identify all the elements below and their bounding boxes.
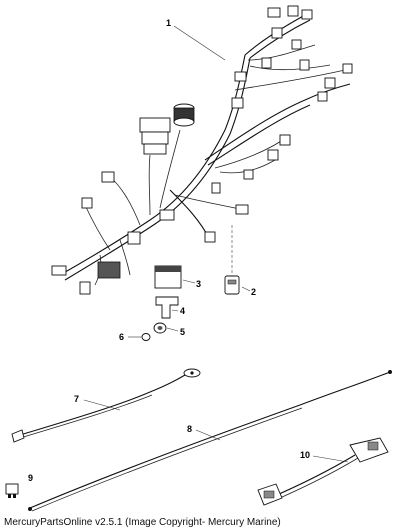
callout-labels: 1 2 3 4 5 6 7 8 9 10 bbox=[28, 18, 310, 483]
callout-7: 7 bbox=[74, 394, 79, 404]
part-8-cable[interactable] bbox=[28, 370, 392, 512]
wiring-harness[interactable] bbox=[59, 14, 351, 286]
leader-lines bbox=[83, 25, 349, 463]
part-10-adapter-harness[interactable] bbox=[257, 437, 389, 506]
part-2-connector[interactable] bbox=[224, 275, 240, 295]
image-copyright-caption: MercuryPartsOnline v2.5.1 (Image Copyrig… bbox=[4, 517, 281, 528]
part-7-ground-cable[interactable] bbox=[11, 368, 201, 443]
callout-8: 8 bbox=[187, 424, 192, 434]
part-4-bracket[interactable] bbox=[155, 296, 179, 319]
part-5-grommet[interactable] bbox=[153, 322, 167, 334]
callout-9: 9 bbox=[28, 473, 33, 483]
callout-10: 10 bbox=[300, 450, 310, 460]
harness-connectors bbox=[51, 5, 353, 295]
callout-2: 2 bbox=[251, 287, 256, 297]
callout-3: 3 bbox=[196, 279, 201, 289]
callout-4: 4 bbox=[180, 306, 185, 316]
part-6-plug[interactable] bbox=[141, 333, 151, 341]
callout-5: 5 bbox=[180, 327, 185, 337]
parts-diagram: 1 2 3 4 5 6 7 8 9 10 bbox=[5, 5, 392, 512]
part-3-relay[interactable] bbox=[154, 265, 182, 289]
part-9-fuse[interactable] bbox=[5, 483, 19, 498]
callout-6: 6 bbox=[119, 332, 124, 342]
callout-1: 1 bbox=[166, 18, 171, 28]
